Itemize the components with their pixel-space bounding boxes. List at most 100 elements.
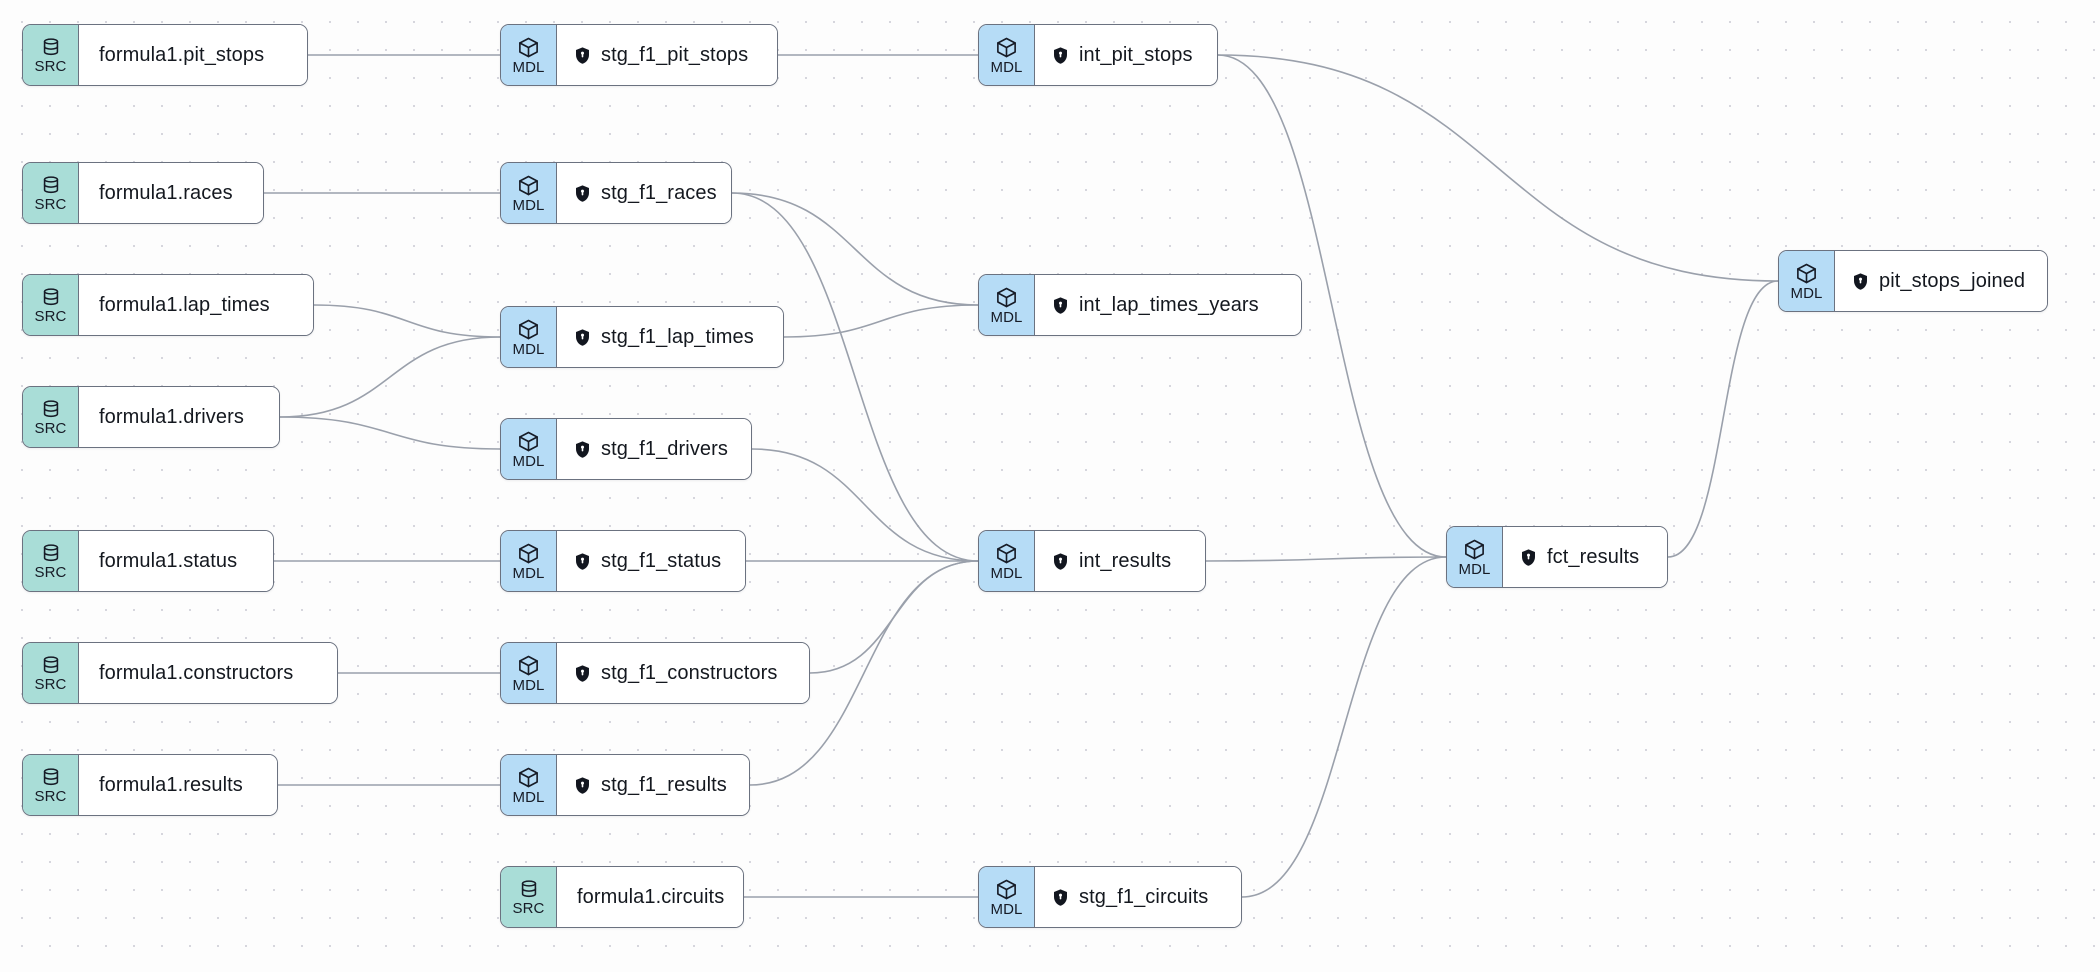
node-label: fct_results bbox=[1547, 545, 1640, 568]
badge-label: MDL bbox=[512, 452, 545, 470]
database-icon bbox=[40, 766, 62, 788]
badge-label: SRC bbox=[34, 58, 67, 75]
cube-icon bbox=[517, 542, 540, 565]
edge-src_drivers-to-stg_drivers bbox=[279, 416, 501, 450]
node-label: stg_f1_constructors bbox=[601, 661, 778, 684]
node-int_results[interactable]: MDL int_results bbox=[978, 530, 1206, 592]
node-body: stg_f1_constructors bbox=[557, 643, 809, 703]
node-body: stg_f1_drivers bbox=[557, 419, 751, 479]
node-label: stg_f1_status bbox=[601, 549, 722, 572]
node-body: stg_f1_pit_stops bbox=[557, 25, 777, 85]
node-src_races[interactable]: SRC formula1.races bbox=[22, 162, 264, 224]
src-badge: SRC bbox=[501, 867, 557, 927]
edge-stg_circuits-to-fct_results bbox=[1241, 556, 1447, 898]
node-body: formula1.results bbox=[79, 755, 277, 815]
node-body: int_lap_times_years bbox=[1035, 275, 1301, 335]
database-icon bbox=[518, 878, 540, 900]
node-label: stg_f1_circuits bbox=[1079, 885, 1209, 908]
node-src_constructors[interactable]: SRC formula1.constructors bbox=[22, 642, 338, 704]
badge-label: MDL bbox=[512, 340, 545, 358]
node-label: int_pit_stops bbox=[1079, 43, 1193, 66]
mdl-badge: MDL bbox=[979, 275, 1035, 335]
node-label: formula1.results bbox=[99, 773, 243, 796]
mdl-badge: MDL bbox=[979, 867, 1035, 927]
badge-label: SRC bbox=[34, 420, 67, 437]
badge-label: MDL bbox=[1790, 284, 1823, 302]
edge-int_results-to-fct_results bbox=[1205, 556, 1447, 562]
node-stg_circuits[interactable]: MDL stg_f1_circuits bbox=[978, 866, 1242, 928]
node-pit_stops_joined[interactable]: MDL pit_stops_joined bbox=[1778, 250, 2048, 312]
node-label: formula1.circuits bbox=[577, 885, 725, 908]
node-src_drivers[interactable]: SRC formula1.drivers bbox=[22, 386, 280, 448]
node-body: formula1.status bbox=[79, 531, 273, 591]
node-body: fct_results bbox=[1503, 527, 1667, 587]
node-label: formula1.races bbox=[99, 181, 233, 204]
node-fct_results[interactable]: MDL fct_results bbox=[1446, 526, 1668, 588]
database-icon bbox=[40, 174, 62, 196]
cube-icon bbox=[995, 36, 1018, 59]
mdl-badge: MDL bbox=[1779, 251, 1835, 311]
badge-label: MDL bbox=[512, 788, 545, 806]
shield-icon bbox=[573, 184, 592, 203]
node-label: stg_f1_lap_times bbox=[601, 325, 754, 348]
node-stg_pit_stops[interactable]: MDL stg_f1_pit_stops bbox=[500, 24, 778, 86]
cube-icon bbox=[1795, 262, 1818, 285]
src-badge: SRC bbox=[23, 755, 79, 815]
node-src_pit_stops[interactable]: SRC formula1.pit_stops bbox=[22, 24, 308, 86]
shield-icon bbox=[1051, 46, 1070, 65]
node-src_results[interactable]: SRC formula1.results bbox=[22, 754, 278, 816]
node-src_circuits[interactable]: SRC formula1.circuits bbox=[500, 866, 744, 928]
src-badge: SRC bbox=[23, 275, 79, 335]
shield-icon bbox=[1051, 296, 1070, 315]
badge-label: SRC bbox=[34, 676, 67, 693]
shield-icon bbox=[1851, 272, 1870, 291]
node-label: formula1.constructors bbox=[99, 661, 294, 684]
node-body: int_pit_stops bbox=[1035, 25, 1217, 85]
database-icon bbox=[40, 398, 62, 420]
mdl-badge: MDL bbox=[501, 531, 557, 591]
node-stg_results[interactable]: MDL stg_f1_results bbox=[500, 754, 750, 816]
badge-label: MDL bbox=[512, 58, 545, 76]
mdl-badge: MDL bbox=[979, 531, 1035, 591]
node-body: formula1.races bbox=[79, 163, 263, 223]
badge-label: SRC bbox=[34, 196, 67, 213]
node-label: pit_stops_joined bbox=[1879, 269, 2026, 292]
mdl-badge: MDL bbox=[501, 755, 557, 815]
node-body: formula1.drivers bbox=[79, 387, 279, 447]
src-badge: SRC bbox=[23, 387, 79, 447]
cube-icon bbox=[517, 766, 540, 789]
badge-label: MDL bbox=[1458, 560, 1491, 578]
edge-stg_races-to-int_results bbox=[731, 192, 979, 562]
node-body: int_results bbox=[1035, 531, 1205, 591]
node-body: stg_f1_results bbox=[557, 755, 749, 815]
badge-label: MDL bbox=[512, 564, 545, 582]
database-icon bbox=[40, 286, 62, 308]
edge-stg_races-to-int_lap_times_years bbox=[731, 192, 979, 306]
node-stg_status[interactable]: MDL stg_f1_status bbox=[500, 530, 746, 592]
cube-icon bbox=[517, 430, 540, 453]
node-label: formula1.status bbox=[99, 549, 238, 572]
node-int_pit_stops[interactable]: MDL int_pit_stops bbox=[978, 24, 1218, 86]
node-body: formula1.lap_times bbox=[79, 275, 313, 335]
cube-icon bbox=[995, 878, 1018, 901]
node-stg_drivers[interactable]: MDL stg_f1_drivers bbox=[500, 418, 752, 480]
src-badge: SRC bbox=[23, 25, 79, 85]
badge-label: SRC bbox=[34, 564, 67, 581]
shield-icon bbox=[573, 552, 592, 571]
node-int_lap_times_years[interactable]: MDL int_lap_times_years bbox=[978, 274, 1302, 336]
badge-label: MDL bbox=[990, 308, 1023, 326]
node-label: formula1.pit_stops bbox=[99, 43, 265, 66]
node-label: int_results bbox=[1079, 549, 1172, 572]
mdl-badge: MDL bbox=[501, 419, 557, 479]
node-stg_lap_times[interactable]: MDL stg_f1_lap_times bbox=[500, 306, 784, 368]
src-badge: SRC bbox=[23, 531, 79, 591]
node-src_status[interactable]: SRC formula1.status bbox=[22, 530, 274, 592]
database-icon bbox=[40, 654, 62, 676]
database-icon bbox=[40, 36, 62, 58]
badge-label: MDL bbox=[990, 58, 1023, 76]
